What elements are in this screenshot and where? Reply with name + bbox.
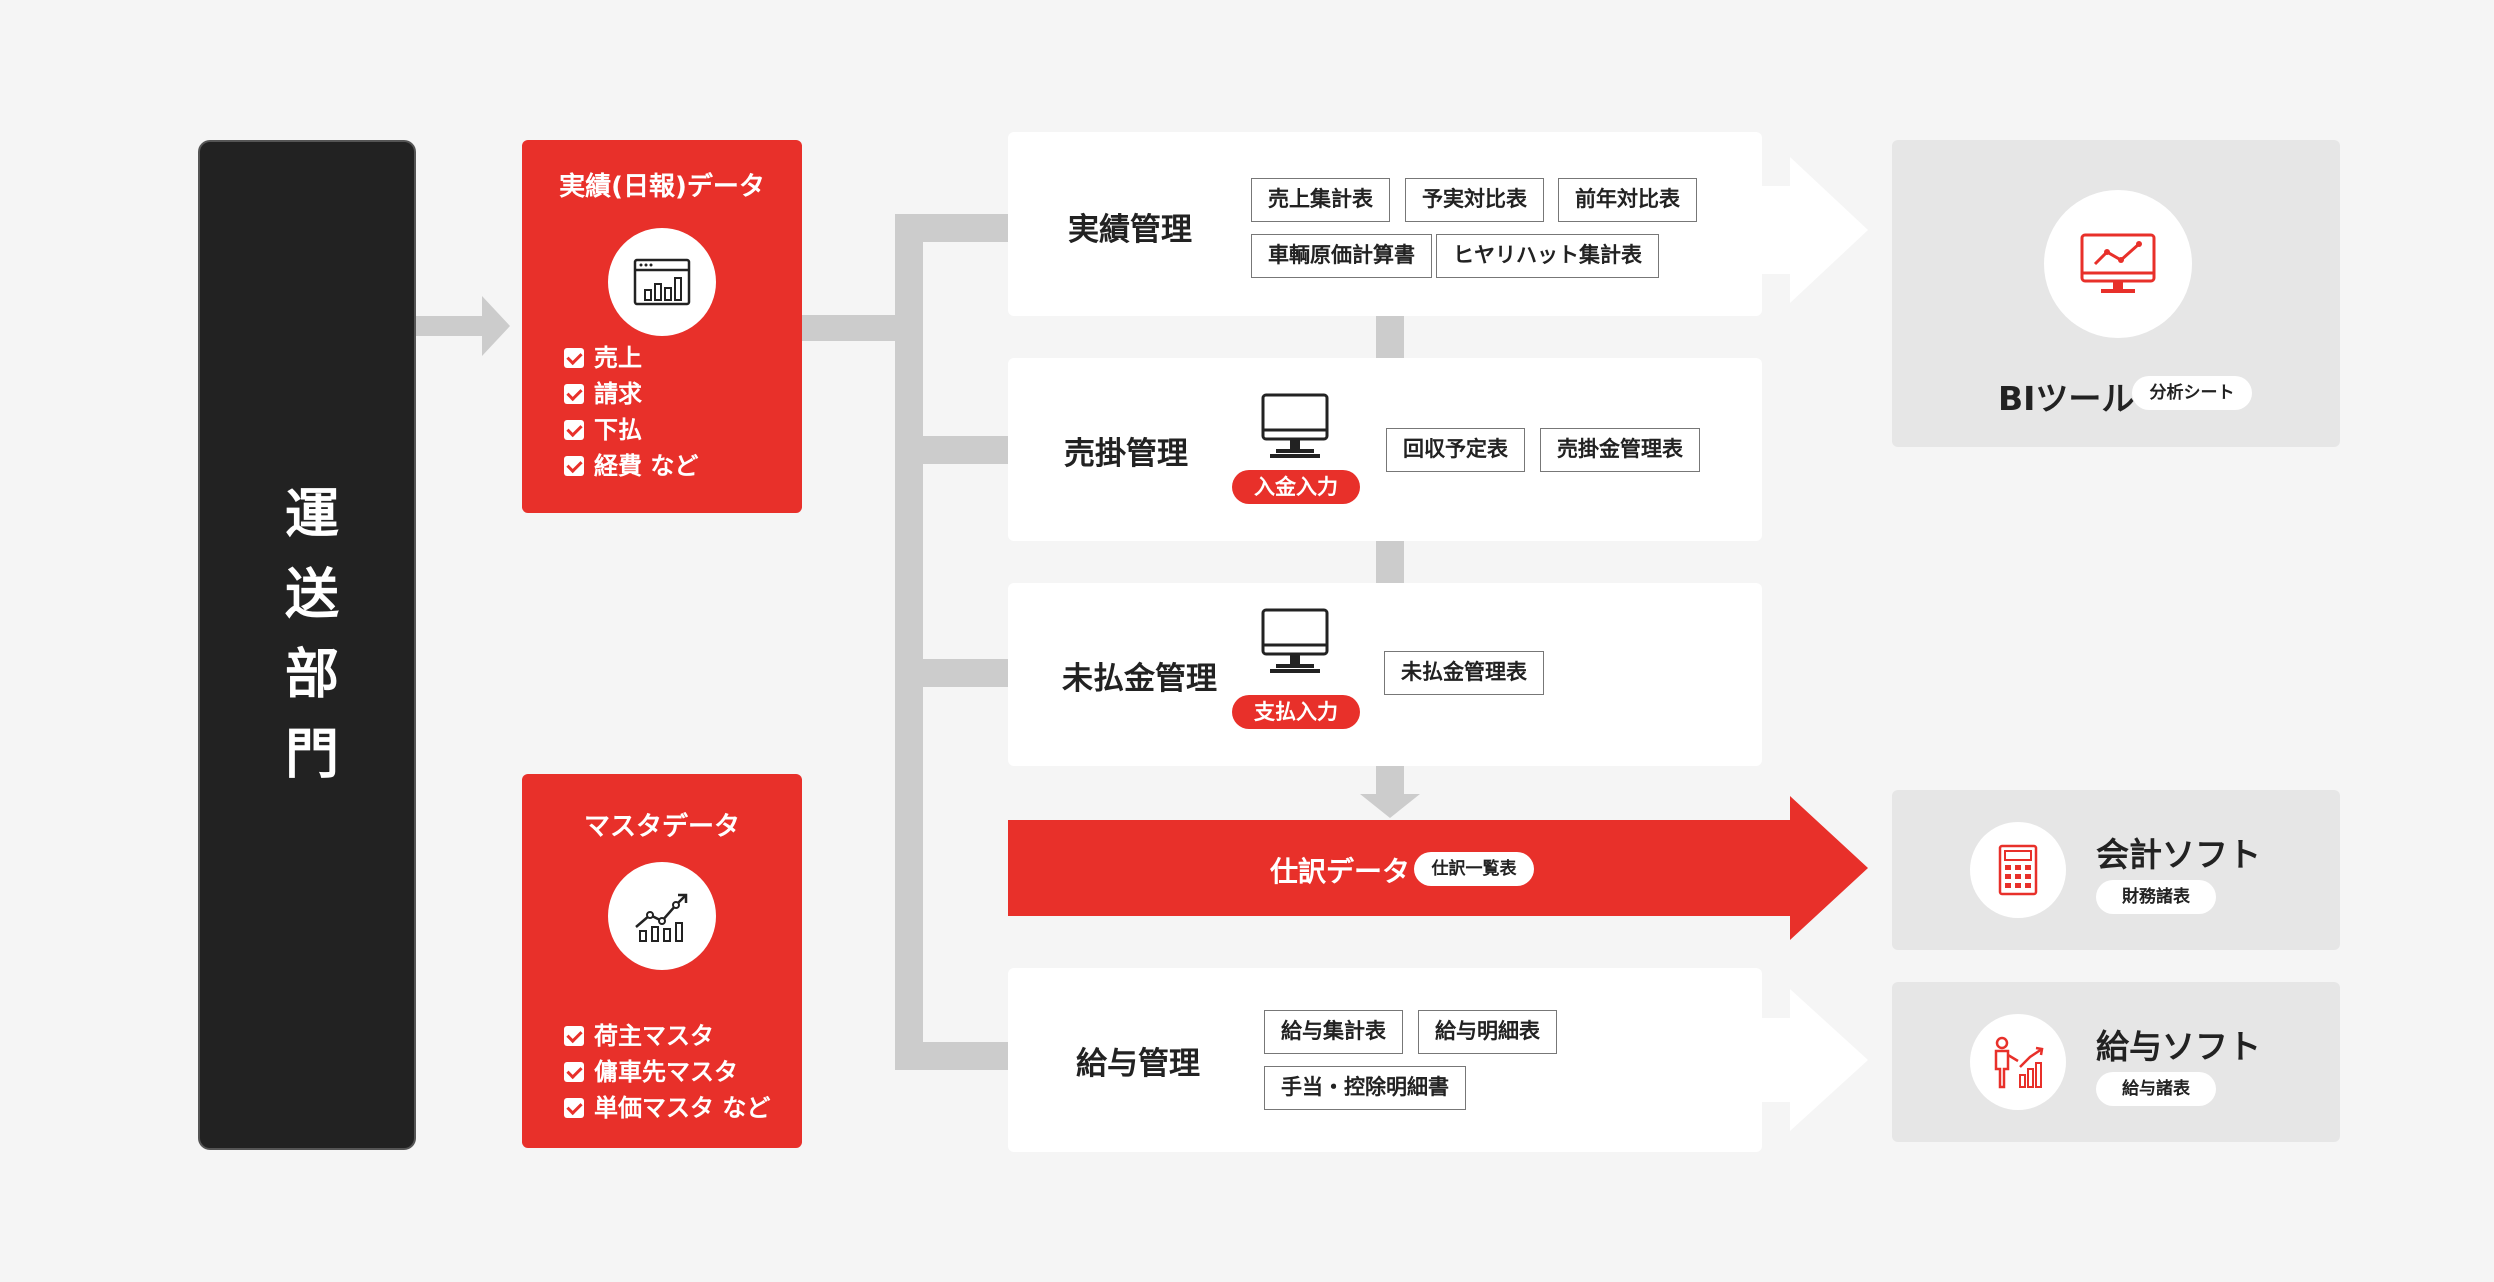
- payroll-management-title: 給与管理: [1076, 1046, 1200, 1082]
- payroll-software-panel: 給与ソフト 給与諸表: [1892, 982, 2340, 1142]
- report-chip: 未払金管理表: [1384, 651, 1544, 695]
- dept-to-card-arrow: [416, 296, 510, 356]
- checkbox-icon: [564, 348, 584, 368]
- list-item: 荷主マスタ: [564, 1018, 770, 1054]
- checkbox-icon: [564, 1062, 584, 1082]
- payables-management-box: 未払金管理 支払入力 未払金管理表: [1008, 583, 1762, 766]
- list-item: 下払: [564, 412, 698, 448]
- branch-receivables: [895, 436, 1008, 464]
- results-data-card: 実績(日報)データ 売上 請求 下払 経費 など: [522, 140, 802, 513]
- calculator-icon: [1998, 844, 2038, 896]
- accounting-software-title: 会計ソフト: [2096, 835, 2261, 874]
- list-item: 経費 など: [564, 448, 698, 484]
- bi-tool-title: BIツール: [1998, 379, 2135, 418]
- link-results-receivables: [1376, 314, 1404, 359]
- monitor-chart-icon: [2080, 233, 2156, 293]
- checkbox-icon: [564, 1026, 584, 1046]
- input-badge: 入金入力: [1232, 470, 1360, 504]
- report-chip: 車輌原価計算書: [1251, 234, 1432, 278]
- report-chip: 売上集計表: [1251, 178, 1390, 222]
- report-chip: ヒヤリハット集計表: [1436, 234, 1659, 278]
- accounting-software-panel: 会計ソフト 財務諸表: [1892, 790, 2340, 950]
- master-data-list: 荷主マスタ 傭車先マスタ 単価マスタ など: [564, 1018, 770, 1126]
- list-item: 傭車先マスタ: [564, 1054, 770, 1090]
- report-chip: 給与明細表: [1418, 1010, 1557, 1054]
- list-item: 単価マスタ など: [564, 1090, 770, 1126]
- results-data-icon-circle: [608, 228, 716, 336]
- accounting-icon-circle: [1970, 822, 2066, 918]
- branch-results: [895, 214, 1008, 242]
- payables-management-title: 未払金管理: [1062, 661, 1217, 697]
- checkbox-icon: [564, 420, 584, 440]
- bi-icon-circle: [2044, 190, 2192, 338]
- payroll-icon-circle: [1970, 1014, 2066, 1110]
- report-chip: 手当・控除明細書: [1264, 1066, 1466, 1110]
- input-badge: 支払入力: [1232, 695, 1360, 729]
- receivables-management-box: 売掛管理 入金入力 回収予定表 売掛金管理表: [1008, 358, 1762, 541]
- payroll-management-box: 給与管理 給与集計表 給与明細表 手当・控除明細書: [1008, 968, 1762, 1152]
- report-chip: 回収予定表: [1386, 428, 1525, 472]
- checkbox-icon: [564, 384, 584, 404]
- report-chip: 前年対比表: [1558, 178, 1697, 222]
- trend-chart-icon: [635, 893, 688, 942]
- branch-payroll: [895, 1042, 1008, 1070]
- accounting-software-badge: 財務諸表: [2096, 880, 2216, 914]
- master-data-card: マスタデータ 荷主マスタ 傭車先マスタ 単価マスタ など: [522, 774, 802, 1148]
- results-data-list: 売上 請求 下払 経費 など: [564, 340, 698, 484]
- journal-label: 仕訳データ: [1270, 855, 1411, 888]
- master-data-icon-circle: [608, 862, 716, 970]
- results-management-title: 実績管理: [1068, 212, 1192, 248]
- link-receivables-payables: [1376, 540, 1404, 584]
- payables-to-journal-arrow: [1360, 766, 1420, 818]
- journal-badge: 仕訳一覧表: [1414, 852, 1534, 886]
- report-chip: 予実対比表: [1405, 178, 1544, 222]
- list-item: 売上: [564, 340, 698, 376]
- computer-icon: [1261, 608, 1329, 673]
- master-data-title: マスタデータ: [583, 812, 740, 842]
- payroll-software-badge: 給与諸表: [2096, 1072, 2216, 1106]
- computer-icon: [1261, 393, 1329, 458]
- receivables-management-title: 売掛管理: [1064, 436, 1188, 472]
- bi-tool-badge: 分析シート: [2132, 376, 2252, 410]
- list-item: 請求: [564, 376, 698, 412]
- card-connector: [800, 315, 896, 341]
- report-chip: 売掛金管理表: [1540, 428, 1700, 472]
- department-label: 運送部門: [275, 485, 339, 805]
- window-chart-icon: [633, 258, 691, 306]
- branch-payables: [895, 659, 1008, 687]
- department-panel: 運送部門: [198, 140, 416, 1150]
- checkbox-icon: [564, 456, 584, 476]
- vertical-spine: [895, 214, 923, 1070]
- report-chip: 給与集計表: [1264, 1010, 1403, 1054]
- results-management-box: 実績管理 売上集計表 予実対比表 前年対比表 車輌原価計算書 ヒヤリハット集計表: [1008, 132, 1762, 316]
- bi-tool-panel: BIツール 分析シート: [1892, 140, 2340, 447]
- payroll-software-title: 給与ソフト: [2096, 1027, 2261, 1066]
- checkbox-icon: [564, 1098, 584, 1118]
- person-growth-icon: [1994, 1036, 2044, 1089]
- results-data-title: 実績(日報)データ: [559, 172, 765, 202]
